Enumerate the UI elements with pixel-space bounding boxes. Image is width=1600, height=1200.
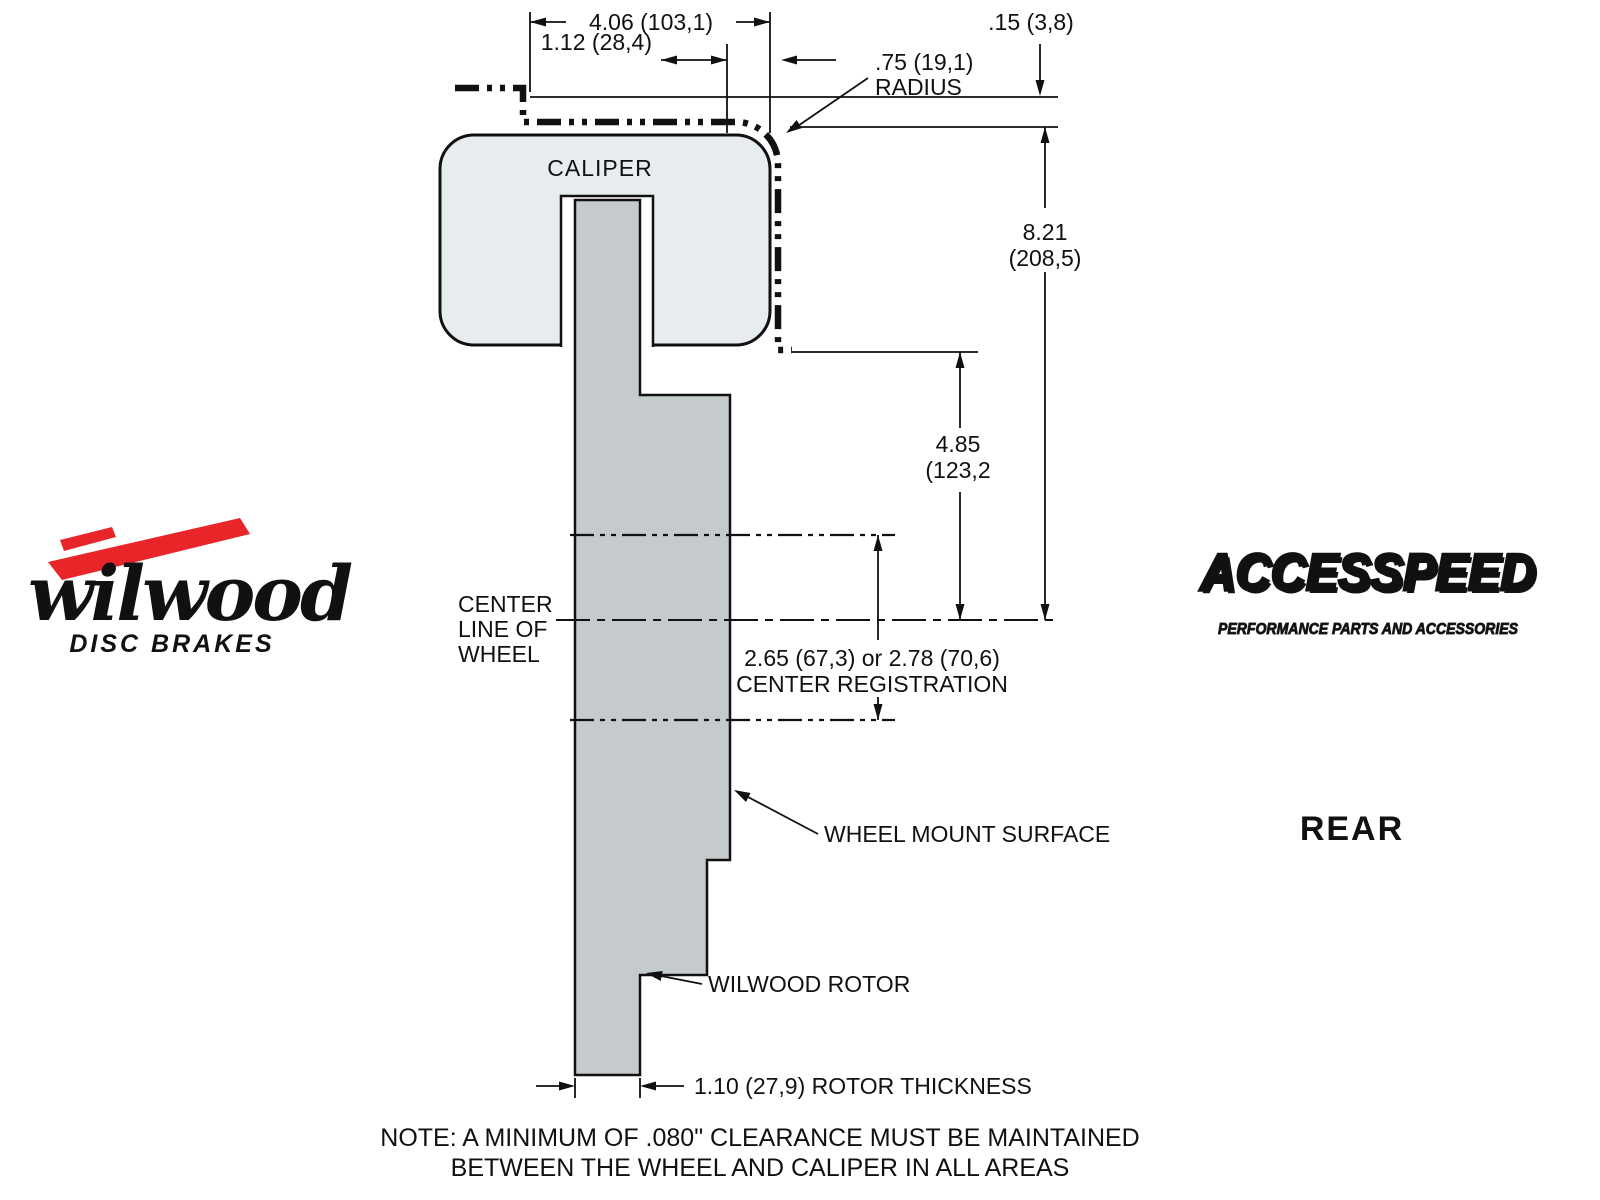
- dim-height-value-text: 8.21: [1023, 219, 1068, 245]
- arrowhead: [559, 1081, 575, 1091]
- rotor-label-text: WILWOOD ROTOR: [708, 971, 910, 997]
- accesspeed-logo: ACCESSPEED ACCESSPEED PERFORMANCE PARTS …: [1197, 543, 1539, 639]
- centerline-label: CENTER LINE OF WHEEL: [458, 591, 553, 667]
- centerline-label-line2: LINE OF: [458, 616, 547, 642]
- dim-overall-width-text: 4.06 (103,1): [589, 9, 713, 35]
- dim-caliper-offset-text: 1.12 (28,4): [541, 29, 652, 55]
- dim-mid-mm-text: (123,2: [925, 457, 990, 483]
- dim-mid-value-text: 4.85: [936, 431, 981, 457]
- arrowhead: [955, 352, 965, 368]
- dim-overall-width: 4.06 (103,1): [529, 9, 771, 133]
- leader-line: [660, 975, 703, 985]
- centerline-label-line3: WHEEL: [458, 641, 540, 667]
- dim-center-registration: 2.65 (67,3) or 2.78 (70,6) CENTER REGIST…: [736, 535, 1008, 720]
- dim-center-reg-label-text: CENTER REGISTRATION: [736, 671, 1008, 697]
- arrowhead: [1040, 127, 1050, 143]
- accesspeed-wordmark: ACCESSPEED: [1199, 544, 1536, 602]
- arrowhead: [661, 55, 677, 65]
- leader-line: [747, 796, 819, 835]
- dim-rotor-thickness-text: 1.10 (27,9) ROTOR THICKNESS: [694, 1073, 1032, 1099]
- wheel-mount-surface-text: WHEEL MOUNT SURFACE: [824, 821, 1110, 847]
- wilwood-logo: wilwood DISC BRAKES: [28, 518, 355, 658]
- arrowhead: [711, 55, 727, 65]
- wilwood-brush-stroke: [48, 518, 250, 580]
- arrowhead: [734, 790, 751, 802]
- centerline-label-line1: CENTER: [458, 591, 553, 617]
- accesspeed-tagline: PERFORMANCE PARTS AND ACCESSORIES: [1218, 621, 1518, 638]
- note-line1: NOTE: A MINIMUM OF .080" CLEARANCE MUST …: [380, 1124, 1139, 1152]
- rotor-cross-section: [573, 198, 732, 1077]
- leader-line: [791, 77, 869, 131]
- wilwood-brush-fleck: [60, 527, 116, 551]
- dim-height-mm-text: (208,5): [1009, 245, 1082, 271]
- dim-caliper-to-centerline: 4.85 (123,2: [792, 351, 991, 620]
- dim-caliper-offset: 1.12 (28,4): [541, 29, 836, 133]
- dim-radius-word-text: RADIUS: [875, 74, 962, 100]
- accesspeed-wordmark-shadow: ACCESSPEED: [1202, 547, 1539, 605]
- arrowhead: [955, 604, 965, 620]
- dim-corner-radius: .75 (19,1) RADIUS: [786, 49, 973, 133]
- arrowhead: [754, 17, 770, 27]
- arrowhead: [1035, 80, 1045, 96]
- arrowhead: [530, 17, 546, 27]
- wheel-mount-surface-callout: WHEEL MOUNT SURFACE: [734, 790, 1110, 847]
- dim-wheel-clearance: .15 (3,8): [988, 9, 1074, 96]
- dim-rotor-thickness: 1.10 (27,9) ROTOR THICKNESS: [536, 1073, 1032, 1099]
- dim-wheel-clearance-text: .15 (3,8): [988, 9, 1074, 35]
- dim-center-reg-value-text: 2.65 (67,3) or 2.78 (70,6): [744, 645, 1000, 671]
- arrowhead: [873, 704, 883, 720]
- position-label: REAR: [1300, 810, 1404, 848]
- caliper-label: CALIPER: [547, 155, 652, 181]
- wilwood-tagline: DISC BRAKES: [69, 630, 274, 658]
- arrowhead: [781, 55, 797, 65]
- arrowhead: [873, 535, 883, 551]
- arrowhead: [1040, 604, 1050, 620]
- arrowhead: [640, 1081, 656, 1091]
- caliper-slot-outline: [559, 194, 655, 347]
- note-line2: BETWEEN THE WHEEL AND CALIPER IN ALL ARE…: [451, 1154, 1070, 1182]
- wilwood-wordmark: wilwood: [28, 549, 352, 638]
- arrowhead: [646, 971, 663, 981]
- rotor-callout: WILWOOD ROTOR: [646, 971, 910, 997]
- dim-radius-value-text: .75 (19,1): [875, 49, 973, 75]
- dim-overall-height: 8.21 (208,5): [790, 126, 1082, 620]
